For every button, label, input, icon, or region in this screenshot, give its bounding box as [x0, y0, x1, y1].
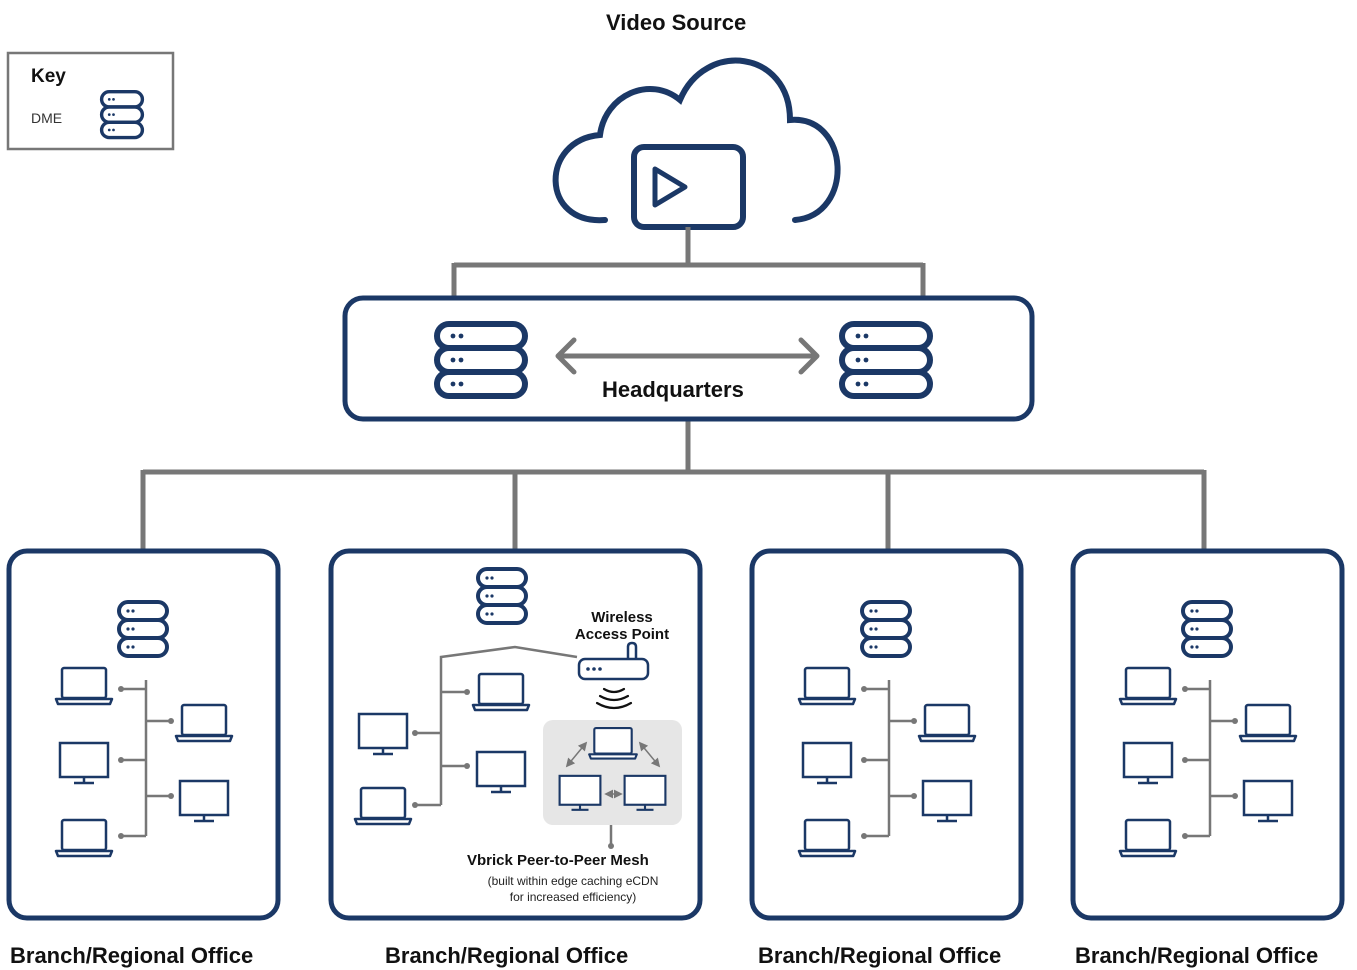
monitor-icon	[178, 779, 230, 823]
router-icon	[577, 641, 650, 681]
mesh-sub-line-2: for increased efficiency)	[509, 890, 637, 904]
hq-server-left-icon	[437, 324, 525, 396]
branch-label-3: Branch/Regional Office	[758, 943, 1002, 968]
headquarters-label: Headquarters	[602, 377, 744, 402]
key-box	[6, 51, 175, 151]
mesh-laptop-icon	[588, 726, 638, 760]
wifi-signal-icon	[595, 687, 633, 710]
wireless-access-point-label: Wireless Access Point	[562, 609, 682, 643]
wap-line-1: Wireless	[591, 609, 653, 626]
server-icon	[117, 600, 169, 658]
branch-network-2	[353, 567, 682, 849]
mesh-monitor-right-icon	[623, 774, 667, 811]
mesh-sub-line-1: (built within edge caching eCDN	[487, 874, 659, 888]
cloud-icon	[552, 57, 841, 224]
key-title: Key	[31, 66, 66, 87]
monitor-icon	[58, 741, 110, 785]
monitor-icon	[357, 712, 409, 756]
key-server-icon	[99, 89, 145, 140]
key-item-label: DME	[31, 110, 63, 126]
branch-label-2: Branch/Regional Office	[385, 943, 629, 968]
monitor-icon	[475, 750, 527, 794]
branch-box-2	[328, 548, 703, 921]
connector-lines	[140, 227, 1207, 551]
play-icon	[652, 166, 688, 208]
laptop-icon	[54, 818, 114, 858]
laptop-icon	[471, 672, 531, 712]
video-player-icon	[631, 144, 746, 230]
mesh-subtitle: (built within edge caching eCDN for incr…	[457, 873, 689, 905]
branch-label-4: Branch/Regional Office	[1075, 943, 1319, 968]
hq-server-right-icon	[842, 324, 930, 396]
wap-line-2: Access Point	[574, 626, 670, 643]
sync-arrow-icon	[555, 337, 820, 375]
branch-label-1: Branch/Regional Office	[10, 943, 254, 968]
laptop-icon	[174, 703, 234, 743]
mesh-monitor-left-icon	[558, 774, 602, 811]
diagram-title: Video Source	[606, 10, 747, 35]
mesh-title: Vbrick Peer-to-Peer Mesh	[467, 852, 649, 869]
laptop-icon	[353, 786, 413, 826]
branch-network-1	[54, 600, 234, 858]
laptop-icon	[54, 666, 114, 706]
server-icon	[476, 567, 528, 625]
